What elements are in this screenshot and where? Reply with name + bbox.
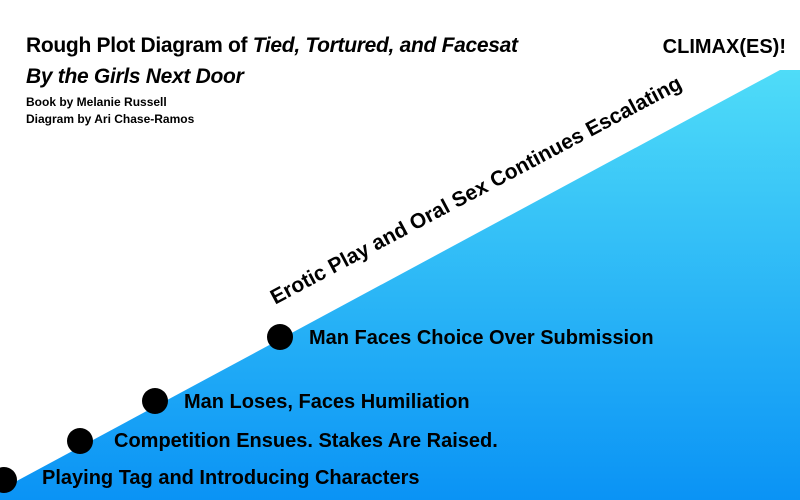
title-prefix: Rough Plot Diagram of [26, 34, 253, 57]
event-dot-3 [142, 388, 168, 414]
event-label-3: Man Loses, Faces Humiliation [184, 391, 470, 413]
event-dot-4 [267, 324, 293, 350]
event-dot-1 [0, 467, 17, 493]
event-label-1: Playing Tag and Introducing Characters [42, 467, 420, 489]
event-label-4: Man Faces Choice Over Submission [309, 327, 654, 349]
event-label-2: Competition Ensues. Stakes Are Raised. [114, 430, 498, 452]
title-book-name: Tied, Tortured, and Facesat By the Girls… [26, 34, 518, 88]
climax-label: CLIMAX(ES)! [662, 36, 786, 58]
diagram-title: Rough Plot Diagram of Tied, Tortured, an… [26, 30, 546, 92]
event-dot-2 [67, 428, 93, 454]
credits: Book by Melanie Russell Diagram by Ari C… [26, 94, 194, 128]
credit-book: Book by Melanie Russell [26, 95, 167, 109]
credit-diagram: Diagram by Ari Chase-Ramos [26, 112, 195, 126]
slope-triangle [0, 70, 800, 500]
